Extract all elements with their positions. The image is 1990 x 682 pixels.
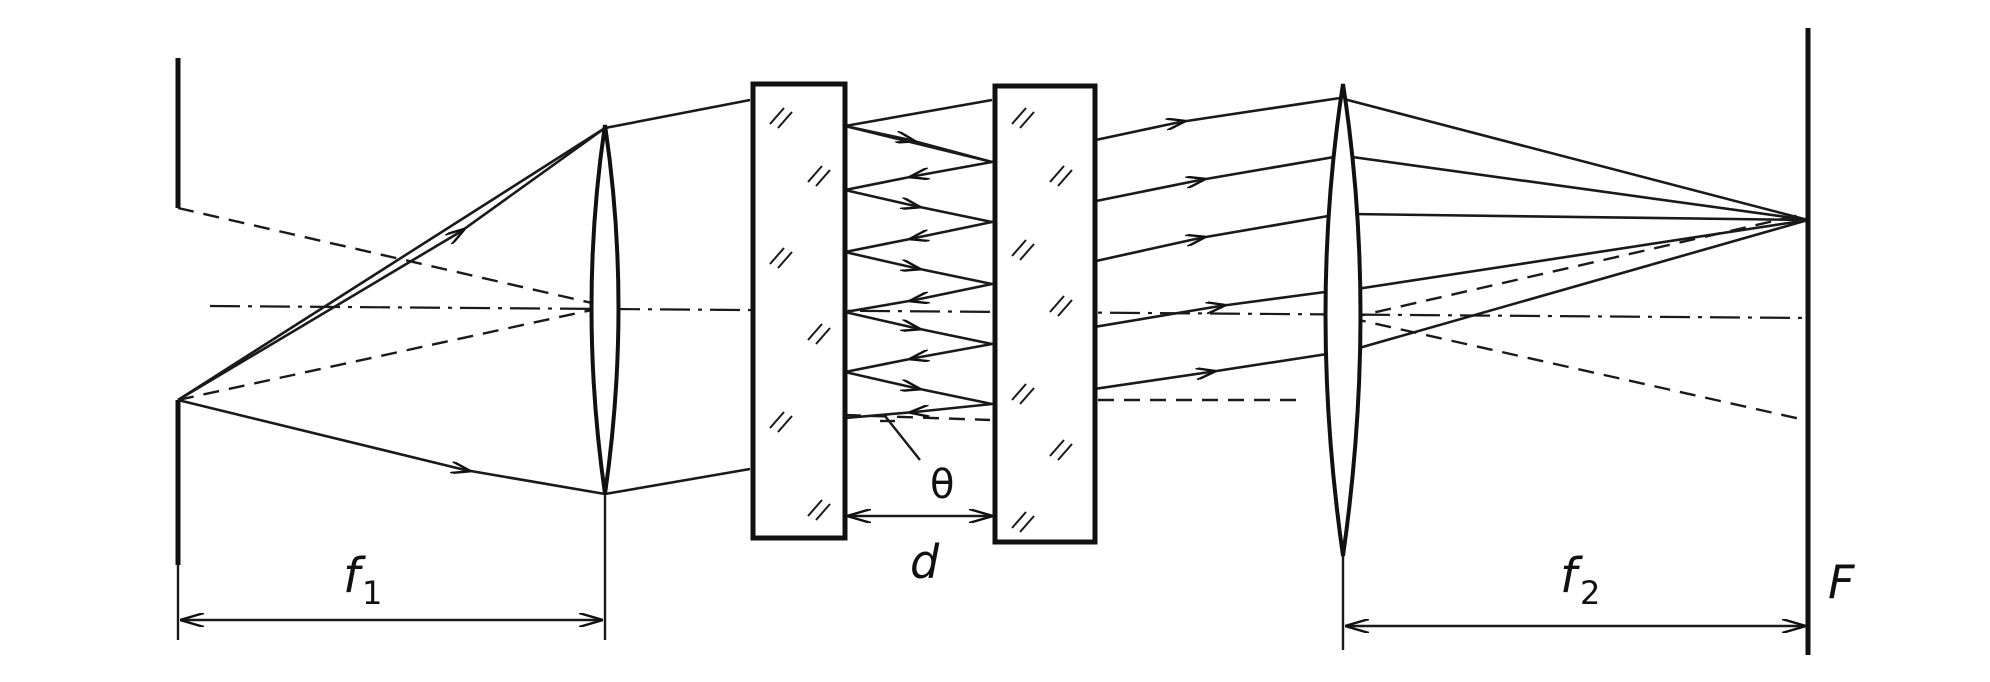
- f2-dimension: [1341, 556, 1805, 650]
- collimated-beam: [604, 98, 751, 496]
- etalon-reflections: [844, 124, 993, 420]
- f1-dimension: [176, 494, 607, 640]
- focused-rays: [1339, 96, 1809, 354]
- chief-rays: [177, 206, 1806, 422]
- theta-indicator: [880, 415, 921, 461]
- lens-1: [589, 124, 621, 495]
- d-label: d: [910, 535, 940, 589]
- lens-2: [1323, 83, 1363, 557]
- etalon-plate-2: [992, 83, 1098, 545]
- focal-point-label: F: [1828, 555, 1855, 609]
- f1-subscript: 1: [362, 574, 382, 612]
- theta-label: θ: [930, 462, 954, 508]
- input-rays: [177, 126, 606, 496]
- f2-subscript: 2: [1580, 574, 1600, 612]
- etalon-plate-1: [750, 81, 848, 541]
